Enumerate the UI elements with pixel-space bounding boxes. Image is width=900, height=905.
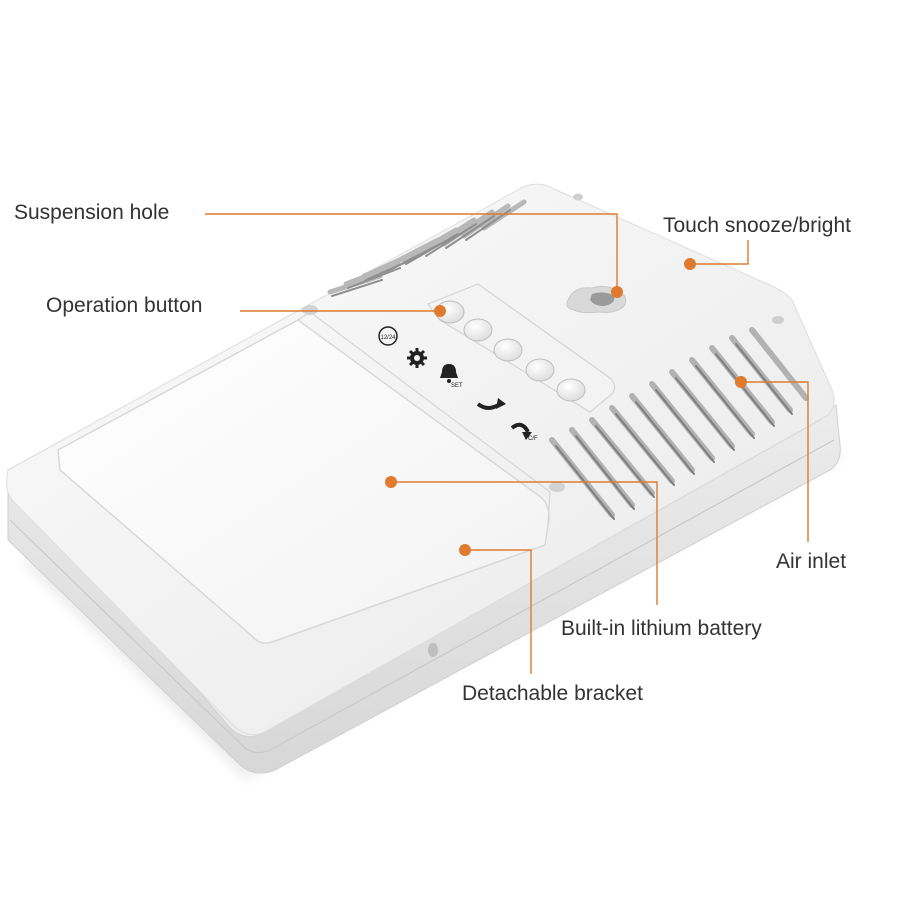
button-alarm-set[interactable] [493, 338, 523, 362]
clock-12-24-icon [378, 326, 398, 346]
battery-leader [391, 481, 658, 605]
up-arrow-icon [476, 398, 506, 410]
set-text: SET [451, 383, 463, 389]
callout-lines [205, 213, 809, 674]
gear-icon [407, 348, 427, 368]
air-inlet-dot [735, 376, 747, 388]
screw-hole [549, 482, 565, 492]
battery-dot [385, 476, 397, 488]
down-arrow-icon: C/F [510, 422, 538, 442]
bracket-dot [459, 544, 471, 556]
operation-button-label: Operation button [46, 294, 203, 317]
touch-snooze-dot [684, 258, 696, 270]
air-inlet-leader [741, 381, 809, 542]
screw-hole [573, 193, 583, 201]
bracket-edge [297, 311, 551, 526]
button-settings[interactable] [463, 318, 493, 342]
bracket-label: Detachable bracket [462, 682, 643, 705]
battery-cover [57, 319, 550, 644]
callout-dots [385, 258, 747, 556]
button-icon-12-24: 12/24 [378, 326, 398, 346]
suspension-hole-label: Suspension hole [14, 201, 170, 224]
touch-snooze-label: Touch snooze/bright [663, 214, 851, 237]
bracket-leader [465, 549, 532, 674]
suspension-hole-dot [611, 286, 623, 298]
battery-label: Built-in lithium battery [561, 617, 762, 640]
keyhole-icon [566, 285, 627, 314]
button-down-cf[interactable] [556, 378, 586, 402]
side-hole [428, 643, 438, 657]
screw-hole [772, 316, 784, 324]
vent-upper-shadow [331, 209, 511, 297]
cf-text: C/F [528, 436, 538, 442]
operation-buttons [435, 300, 586, 402]
suspension-hole-leader [205, 213, 618, 292]
operation-button-dot [434, 305, 446, 317]
screw-hole [302, 305, 318, 315]
side-seam [9, 439, 835, 754]
bell-icon: SET [440, 364, 463, 389]
touch-snooze-leader [690, 240, 749, 265]
button-up[interactable] [525, 358, 555, 382]
device-side [7, 403, 841, 774]
air-inlet-label: Air inlet [776, 550, 847, 573]
hour-mode-text: 12/24 [380, 335, 396, 341]
